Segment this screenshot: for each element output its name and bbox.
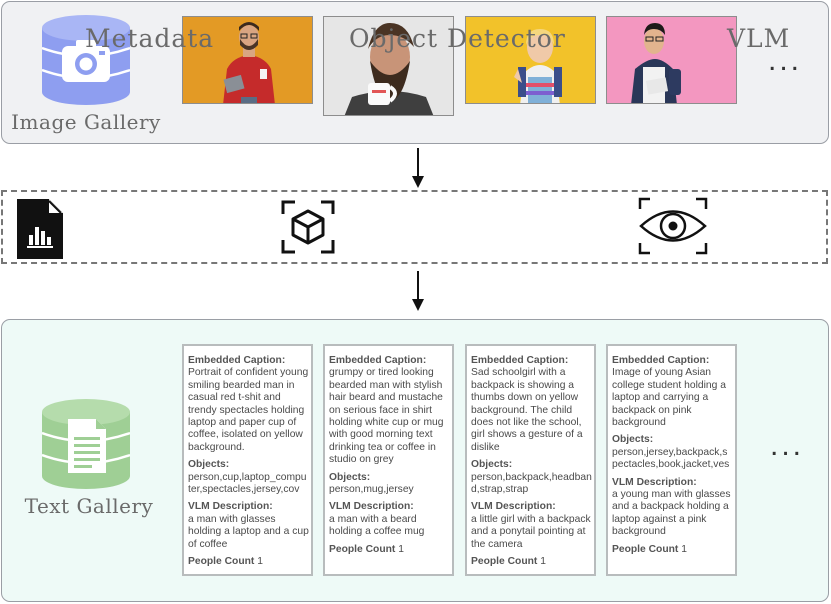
- gallery-photo-1[interactable]: [182, 16, 313, 104]
- objects-value: person,mug,jersey: [329, 484, 414, 496]
- vlm-value: a little girl with a backpack and a pony…: [471, 513, 591, 550]
- caption-value: Portrait of confident young smiling bear…: [188, 367, 309, 453]
- people-count-header: People Count: [188, 556, 255, 568]
- cube-scan-icon: [281, 200, 335, 254]
- people-count-value: 1: [540, 556, 546, 568]
- people-count-value: 1: [398, 543, 404, 555]
- vlm-header: VLM Description:: [471, 501, 556, 513]
- document-chart-icon: [17, 199, 63, 259]
- text-gallery-more-ellipsis: ...: [770, 429, 805, 462]
- metadata-label: Metadata: [85, 24, 215, 53]
- objects-header: Objects:: [612, 434, 654, 446]
- flow-arrow-down-1: [412, 148, 424, 188]
- object-detector-label: Object Detector: [349, 24, 566, 53]
- processing-stage-panel: [1, 190, 828, 264]
- document-database-icon: [42, 399, 130, 489]
- people-count-header: People Count: [612, 543, 679, 555]
- gallery-photo-3[interactable]: [465, 16, 596, 104]
- camera-database-icon: [42, 15, 130, 105]
- bearded-man-with-mug-photo: [324, 17, 453, 115]
- vlm-value: a young man with glasses and a backpack …: [612, 489, 731, 538]
- objects-value: person,jersey,backpack,spectacles,book,j…: [612, 446, 730, 471]
- text-card-4[interactable]: Embedded Caption: Image of young Asian c…: [606, 344, 737, 576]
- vlm-header: VLM Description:: [612, 476, 697, 488]
- flow-arrow-down-2: [412, 271, 424, 311]
- objects-header: Objects:: [471, 459, 513, 471]
- man-with-laptop-photo: [183, 17, 312, 103]
- vlm-value: a man with glasses holding a laptop and …: [188, 513, 309, 550]
- vlm-header: VLM Description:: [188, 501, 273, 513]
- caption-header: Embedded Caption:: [188, 355, 286, 366]
- vlm-label: VLM: [727, 24, 791, 53]
- people-count-value: 1: [681, 543, 687, 555]
- objects-header: Objects:: [188, 459, 230, 471]
- eye-scan-icon: [638, 197, 708, 255]
- objects-value: person,cup,laptop_computer,spectacles,je…: [188, 471, 307, 496]
- caption-value: Image of young Asian college student hol…: [612, 367, 726, 429]
- caption-header: Embedded Caption:: [612, 355, 710, 366]
- people-count-header: People Count: [471, 556, 538, 568]
- text-card-3[interactable]: Embedded Caption: Sad schoolgirl with a …: [465, 344, 596, 576]
- gallery-photo-4[interactable]: [606, 16, 737, 104]
- text-card-1[interactable]: Embedded Caption: Portrait of confident …: [182, 344, 313, 576]
- caption-header: Embedded Caption:: [471, 355, 569, 366]
- vlm-header: VLM Description:: [329, 501, 414, 513]
- caption-value: Sad schoolgirl with a backpack is showin…: [471, 367, 583, 453]
- objects-value: person,backpack,headband,strap,strap: [471, 471, 592, 496]
- caption-header: Embedded Caption:: [329, 355, 427, 366]
- student-with-backpack-photo: [607, 17, 736, 103]
- gallery-more-ellipsis: ...: [768, 44, 803, 77]
- vlm-value: a man with a beard holding a coffee mug: [329, 513, 425, 538]
- people-count-header: People Count: [329, 543, 396, 555]
- text-gallery-label: Text Gallery: [24, 494, 154, 518]
- image-gallery-label: Image Gallery: [11, 110, 161, 134]
- schoolgirl-thumbs-down-photo: [466, 17, 595, 103]
- gallery-photo-2[interactable]: [323, 16, 454, 116]
- text-card-2[interactable]: Embedded Caption: grumpy or tired lookin…: [323, 344, 454, 576]
- objects-header: Objects:: [329, 471, 371, 483]
- caption-value: grumpy or tired looking bearded man with…: [329, 367, 444, 466]
- people-count-value: 1: [257, 556, 263, 568]
